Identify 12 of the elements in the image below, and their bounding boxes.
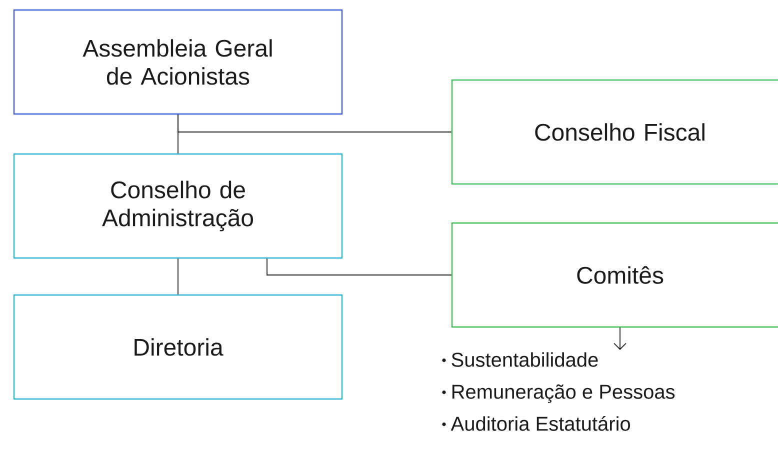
org-box: Conselho de Administração [13, 153, 343, 259]
list-item: Sustentabilidade [442, 352, 598, 367]
list-item: Remuneração e Pessoas [442, 384, 675, 403]
connector-line [178, 114, 452, 132]
org-box: Assembleia Geral de Acionistas [13, 9, 343, 115]
list-item: Auditoria Estatutário [442, 416, 630, 431]
org-box: Conselho Fiscal [451, 79, 778, 185]
arrow [614, 327, 626, 350]
bullet-list [442, 352, 675, 431]
org-box: Diretoria [13, 294, 343, 400]
org-box: Comitês [451, 222, 778, 328]
connector-line [266, 258, 452, 276]
